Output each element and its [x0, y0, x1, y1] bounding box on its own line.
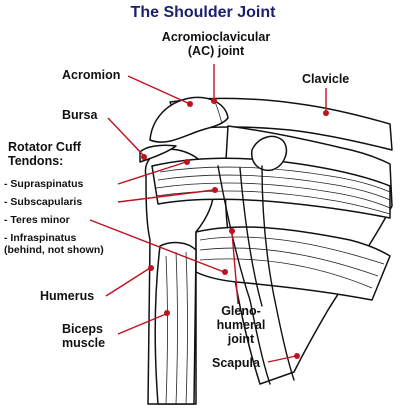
label-infraspinatus: - Infraspinatus (behind, not shown) [4, 232, 104, 256]
leader-biceps [117, 313, 167, 335]
label-scapula: Scapula [212, 356, 260, 370]
label-subscapularis: - Subscapularis [4, 196, 83, 208]
leader-acromion [127, 75, 191, 105]
leader-teres-minor [89, 219, 225, 273]
label-humerus: Humerus [40, 289, 95, 303]
biceps-muscle [154, 241, 197, 405]
leader-supraspinatus [117, 161, 187, 185]
rotator-cuff-band [151, 157, 391, 219]
label-acromion: Acromion [62, 68, 121, 82]
label-rotator-cuff: Rotator Cuff Tendons: [8, 140, 81, 168]
label-glenohumeral: Gleno- humeral joint [216, 304, 266, 346]
leader-lines [89, 64, 329, 363]
teres-striations [199, 236, 385, 289]
leader-subscapularis [117, 189, 215, 203]
biceps-striations [165, 251, 188, 405]
label-teres-minor: - Teres minor [4, 214, 70, 226]
label-ac-joint: Acromioclavicular (AC) joint [161, 30, 271, 58]
leader-bursa [107, 117, 145, 157]
leader-glenohumeral [231, 231, 239, 305]
acromion-bone [149, 96, 229, 143]
label-clavicle: Clavicle [302, 72, 350, 86]
biceps-tendon-long [217, 165, 271, 385]
leader-humerus [105, 267, 151, 297]
leader-scapula [267, 355, 297, 363]
diagram-title: The Shoulder Joint [130, 4, 276, 21]
bursa [139, 144, 177, 163]
label-bursa: Bursa [62, 108, 98, 122]
coracoid-process [251, 135, 288, 172]
label-supraspinatus: - Supraspinatus [4, 178, 84, 190]
biceps-tendon-mid [239, 167, 263, 307]
label-biceps: Biceps muscle [62, 322, 106, 350]
